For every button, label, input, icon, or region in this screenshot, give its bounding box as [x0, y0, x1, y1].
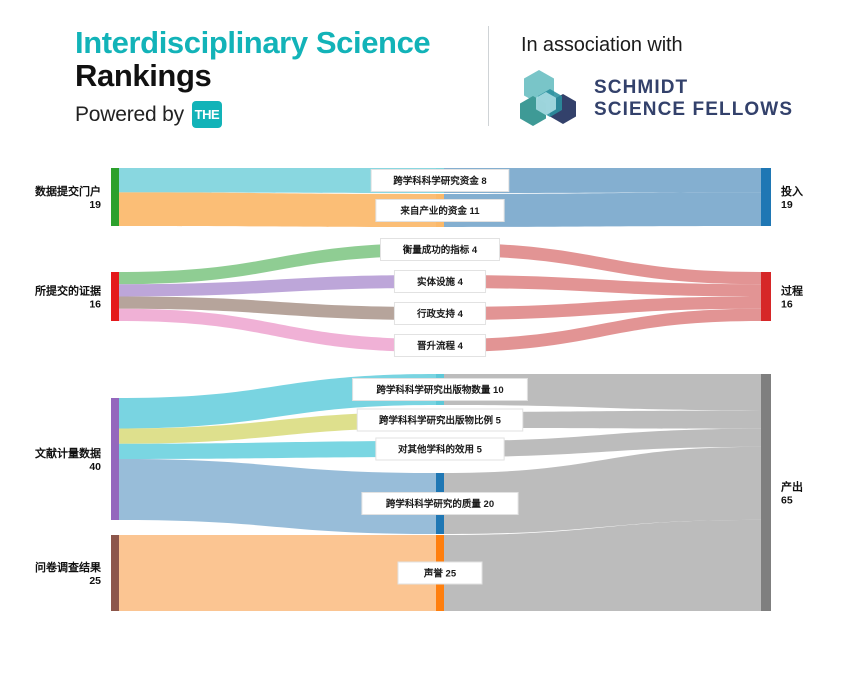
node-value-input: 19 [781, 199, 793, 211]
sankey-link-m3-to-process[interactable] [444, 243, 761, 285]
sankey-link-evidence-to-m4[interactable] [119, 275, 436, 297]
mid-label-box-m2 [375, 199, 505, 222]
mid-label-box-m5 [393, 302, 487, 325]
sankey-link-bibliometric-to-m9[interactable] [119, 441, 436, 459]
node-value-portal: 19 [89, 199, 101, 211]
mid-label-box-m3 [380, 238, 500, 261]
sankey-node-bibliometric[interactable] [111, 398, 119, 520]
the-logo-icon: THE [191, 101, 222, 129]
page-header: Interdisciplinary Science Rankings Power… [0, 0, 845, 150]
sankey-link-m9-to-output[interactable] [444, 428, 761, 457]
partner-line2: SCIENCE FELLOWS [594, 99, 794, 120]
node-label-input: 投入 [781, 184, 803, 198]
mid-label-box-m6 [393, 334, 487, 357]
partner-logo-block: SCHMIDT SCIENCE FELLOWS [519, 68, 793, 130]
mid-label-box-m4 [393, 270, 487, 293]
sankey-link-portal-to-m1[interactable] [119, 168, 436, 193]
node-value-process: 16 [781, 299, 793, 311]
node-label-output: 产出 [781, 480, 803, 494]
mid-label-m10: 跨学科科学研究的质量 20 [386, 498, 494, 510]
sankey-link-bibliometric-to-m10[interactable] [119, 459, 436, 534]
node-value-bibliometric: 40 [89, 461, 101, 473]
mid-label-box-m8 [356, 408, 524, 432]
schmidt-hexagon-icon [520, 70, 576, 126]
brand-block: Interdisciplinary Science Rankings Power… [75, 25, 431, 129]
sankey-node-output[interactable] [761, 374, 771, 611]
mid-label-m3: 衡量成功的指标 4 [403, 244, 478, 256]
sankey-link-evidence-to-m6[interactable] [119, 308, 436, 352]
sankey-link-evidence-to-m3[interactable] [119, 243, 436, 285]
sankey-link-survey-to-m11[interactable] [119, 535, 436, 611]
sankey-link-m4-to-process[interactable] [444, 275, 761, 297]
powered-by-row: Powered by THE [75, 101, 430, 129]
node-label-process: 过程 [781, 284, 803, 298]
sankey-labels-layer: 数据提交门户19所提交的证据16文献计量数据40问卷调查结果25投入19过程16… [35, 169, 803, 587]
sankey-link-m11-to-output[interactable] [444, 519, 761, 611]
sankey-node-evidence[interactable] [111, 272, 119, 321]
sankey-link-evidence-to-m5[interactable] [119, 296, 436, 321]
mid-label-box-m11 [397, 561, 483, 585]
mid-label-box-m1 [370, 169, 510, 192]
powered-by-label: Powered by [75, 102, 184, 126]
sankey-link-portal-to-m2[interactable] [119, 192, 436, 227]
mid-label-box-m10 [361, 492, 519, 515]
header-divider [488, 26, 489, 126]
mid-label-m9: 对其他学科的效用 5 [398, 444, 483, 456]
mid-label-m1: 跨学科科学研究资金 8 [393, 175, 486, 187]
sankey-link-m2-to-input[interactable] [444, 192, 761, 227]
node-value-survey: 25 [89, 575, 101, 587]
node-label-survey: 问卷调查结果 [35, 560, 101, 574]
mid-label-m11: 声誉 25 [423, 568, 457, 580]
node-value-output: 65 [781, 495, 793, 507]
sankey-link-m6-to-process[interactable] [444, 308, 761, 352]
sankey-link-m1-to-input[interactable] [444, 168, 761, 193]
sankey-node-input[interactable] [761, 168, 771, 226]
sankey-link-m10-to-output[interactable] [444, 446, 761, 534]
partner-line1: SCHMIDT [594, 76, 689, 98]
partner-name: SCHMIDT SCIENCE FELLOWS [594, 77, 793, 121]
sankey-link-m5-to-process[interactable] [444, 296, 761, 321]
node-label-bibliometric: 文献计量数据 [35, 446, 101, 460]
mid-label-box-m7 [352, 378, 528, 401]
brand-title-line1: Interdisciplinary Science [75, 25, 431, 60]
mid-label-m6: 晋升流程 4 [417, 340, 464, 352]
node-label-portal: 数据提交门户 [35, 184, 101, 198]
the-logo-text: THE [194, 107, 220, 123]
mid-label-m7: 跨学科科学研究出版物数量 10 [376, 384, 503, 396]
mid-label-m2: 来自产业的资金 11 [399, 205, 480, 217]
sankey-node-portal[interactable] [111, 168, 119, 226]
mid-label-box-m9 [375, 437, 505, 461]
node-label-evidence: 所提交的证据 [35, 284, 101, 298]
sankey-node-survey[interactable] [111, 535, 119, 611]
association-label: In association with [521, 34, 683, 56]
mid-label-m5: 行政支持 4 [416, 308, 464, 320]
sankey-node-process[interactable] [761, 272, 771, 321]
brand-title-line2: Rankings [75, 58, 212, 94]
node-value-evidence: 16 [89, 299, 101, 311]
mid-label-m8: 跨学科科学研究出版物比例 5 [379, 415, 502, 427]
sankey-svg: 数据提交门户19所提交的证据16文献计量数据40问卷调查结果25投入19过程16… [35, 168, 803, 611]
mid-label-m4: 实体设施 4 [417, 276, 464, 288]
